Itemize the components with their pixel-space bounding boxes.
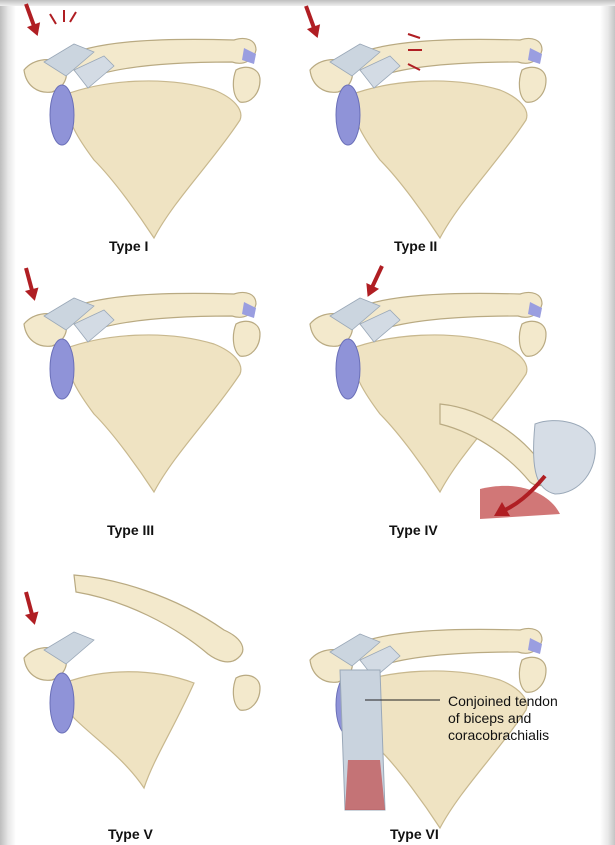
conjoined-tendon-annotation: Conjoined tendon of biceps and coracobra… bbox=[448, 693, 558, 744]
panel-type-2-figure bbox=[299, 4, 546, 238]
panel-type-3-figure bbox=[19, 266, 260, 492]
panel-type-5-figure bbox=[19, 575, 260, 788]
panel-type-4-figure bbox=[310, 263, 595, 519]
panel-type-1-figure bbox=[19, 2, 260, 238]
panel-label-type-6: Type VI bbox=[390, 826, 439, 842]
panel-label-type-1: Type I bbox=[109, 238, 148, 254]
annotation-line-3: coracobrachialis bbox=[448, 727, 558, 744]
panel-label-type-5: Type V bbox=[108, 826, 153, 842]
panel-label-type-4: Type IV bbox=[389, 522, 438, 538]
panel-label-type-2: Type II bbox=[394, 238, 437, 254]
panel-label-type-3: Type III bbox=[107, 522, 154, 538]
annotation-line-2: of biceps and bbox=[448, 710, 558, 727]
annotation-line-1: Conjoined tendon bbox=[448, 693, 558, 710]
